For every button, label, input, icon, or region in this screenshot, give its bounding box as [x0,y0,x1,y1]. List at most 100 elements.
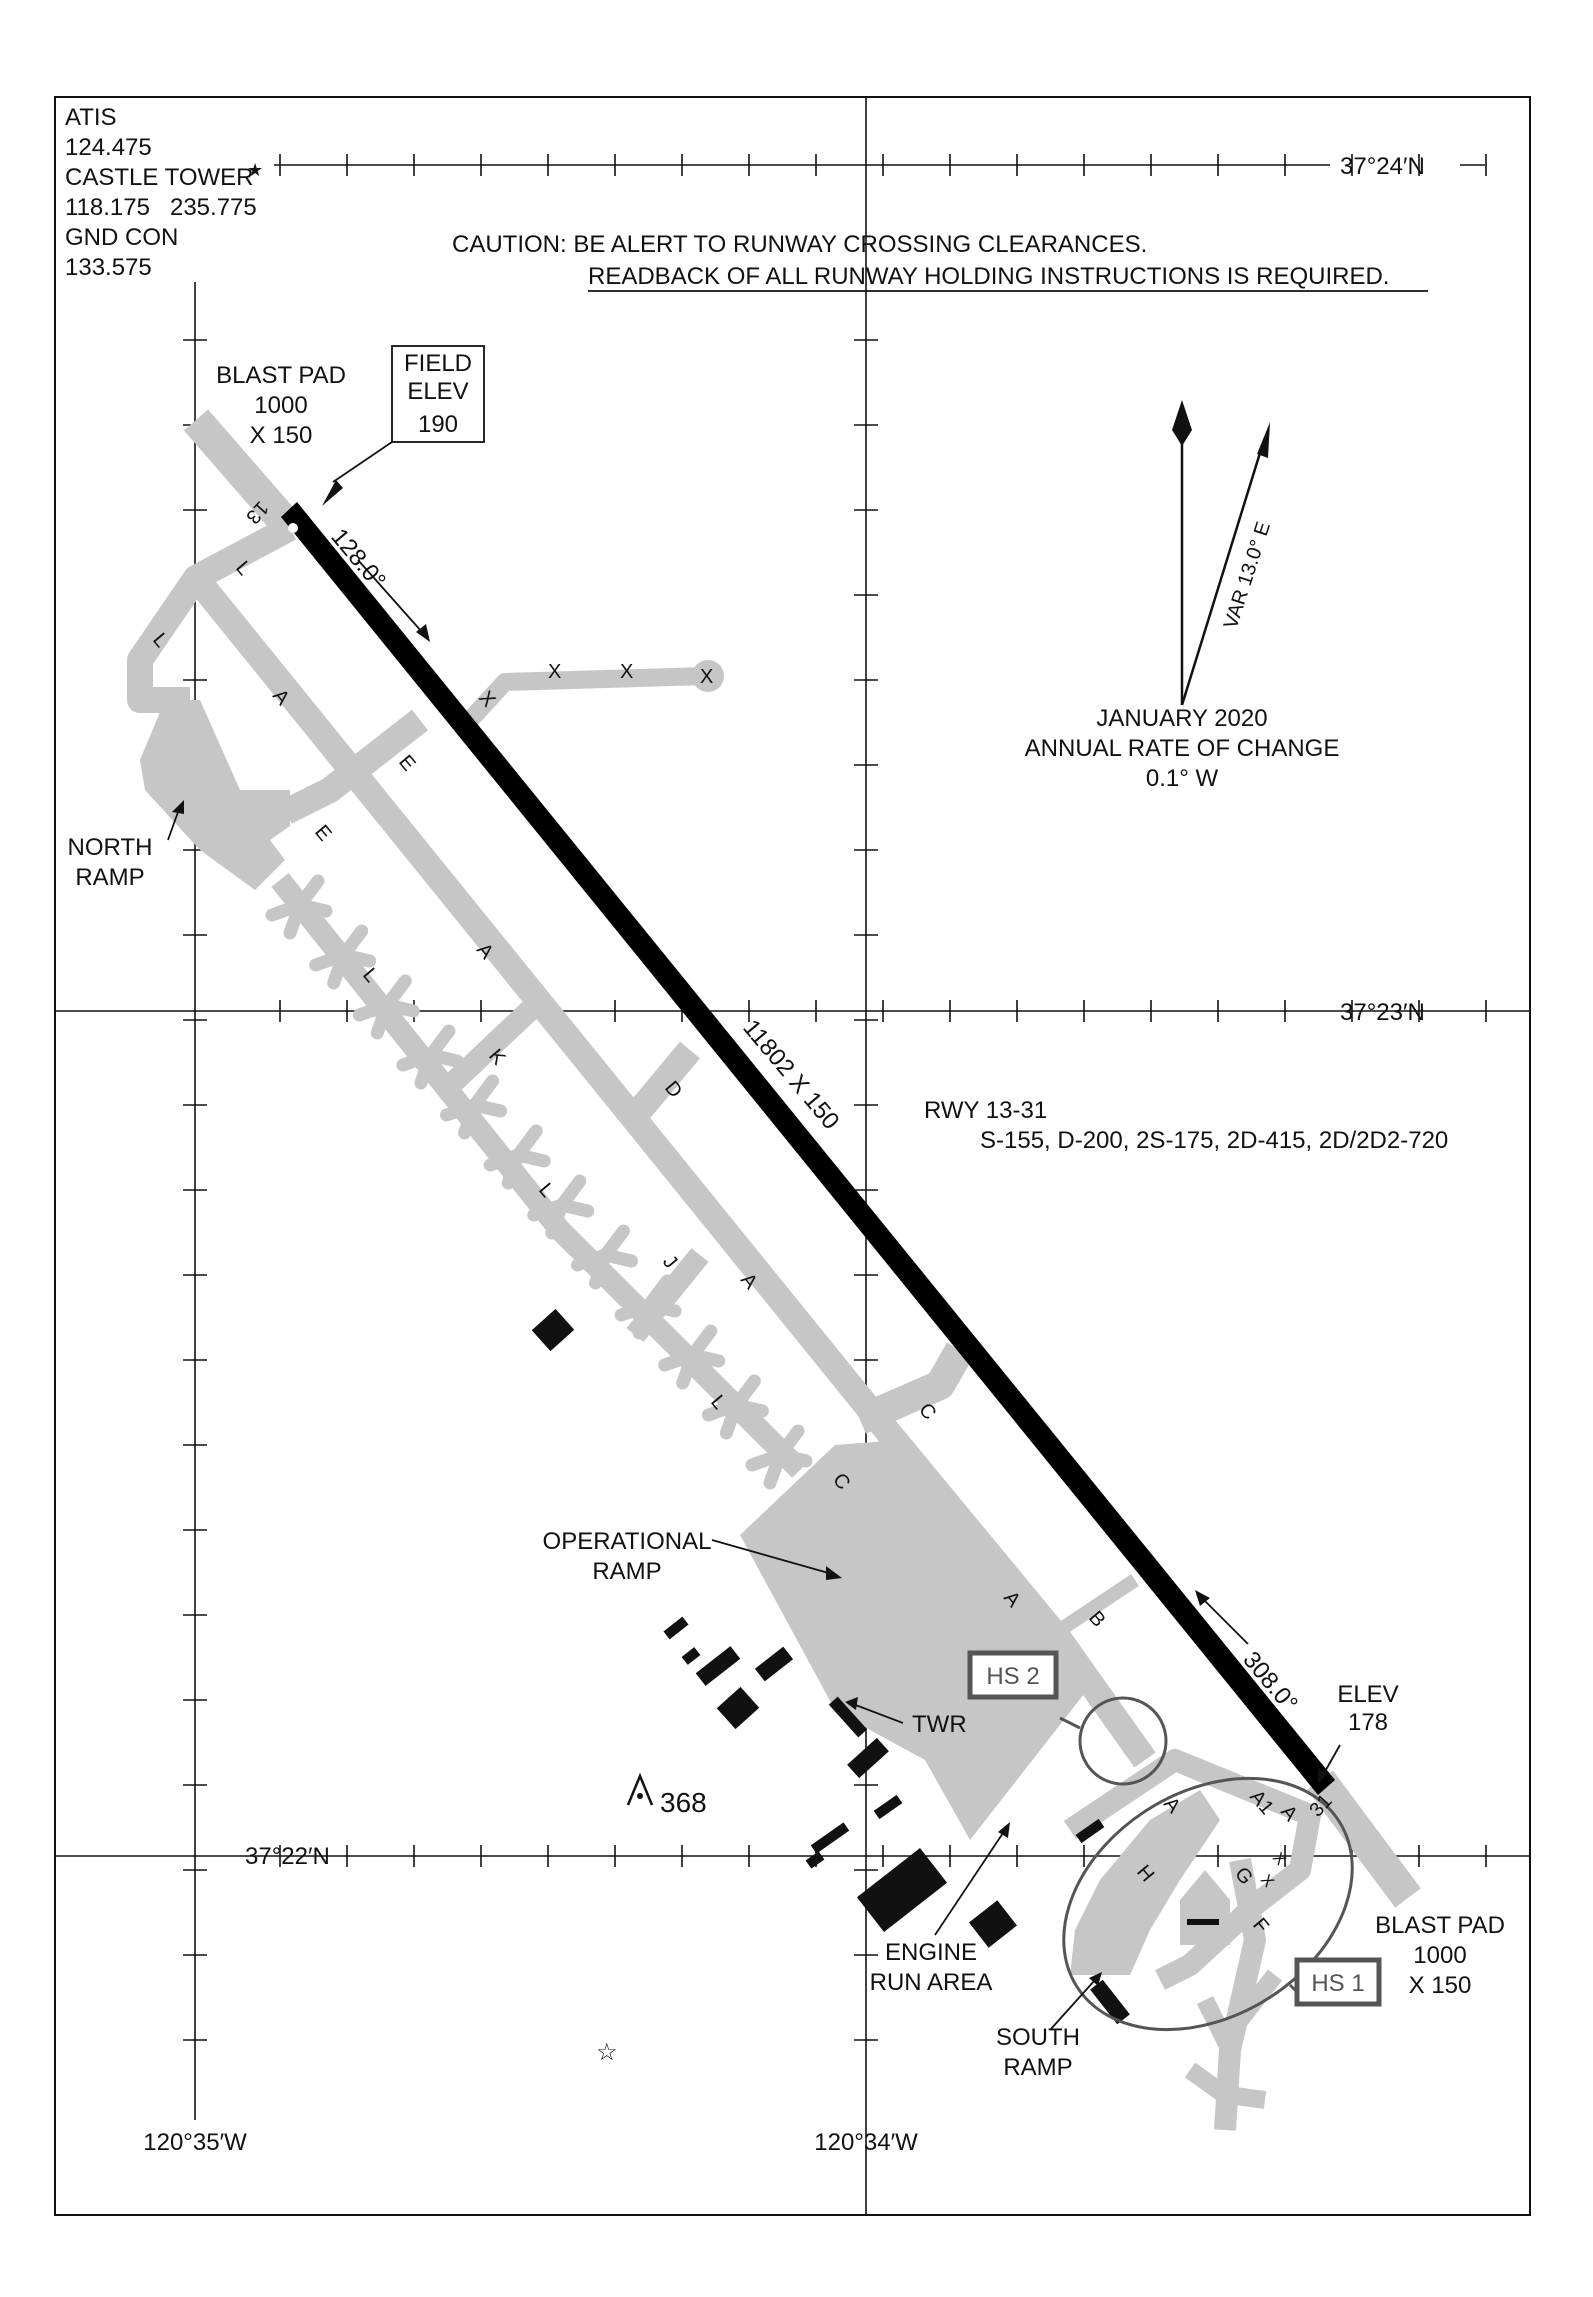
engine-run-building [856,1848,948,1932]
longitude-label-120-34: 120°34′W [814,2129,918,2156]
ground-label: GND CON [65,224,178,251]
north-ramp-leader [167,811,179,841]
engine-run-leader [934,1829,1006,1936]
obstacle-height: 368 [660,1787,707,1818]
parking-finger [511,1148,551,1168]
chart-frame [54,96,1531,2216]
parking-finger [424,1048,464,1068]
taxiway-c [853,1342,974,1434]
south-pad [1180,1870,1230,1945]
taxiway-label-x: X [1269,1850,1289,1869]
runway-13-31 [281,502,1335,1795]
north-arrow: VAR 13.0° E [1172,400,1275,706]
tower-label-twr: TWR [912,1711,967,1738]
elev-178-arrowhead [1318,1768,1328,1784]
building [873,1794,903,1820]
taxiway-label-e: E [394,751,419,775]
parking-finger [555,1198,595,1218]
south-ramp-leader [1049,1979,1096,2031]
magnetic-north-line [1180,439,1266,706]
obstacle-symbol [626,1772,654,1806]
field-elev-title-2: ELEV [407,378,468,405]
south-ramp-label-2: RAMP [1003,2054,1072,2081]
caution-notice: CAUTION: BE ALERT TO RUNWAY CROSSING CLE… [452,231,1428,292]
parking-finger [380,998,420,1018]
building [531,1308,575,1352]
parking-finger [337,948,377,968]
field-elevation-box: FIELD ELEV 190 [391,345,485,443]
taxiway-j [626,1248,709,1342]
blast-pad-north-line-1: BLAST PAD [216,362,346,389]
caution-line-1: CAUTION: BE ALERT TO RUNWAY CROSSING CLE… [452,231,1147,258]
runway-designation: RWY 13-31 [924,1097,1047,1124]
tower-label: CASTLE TOWER [65,164,253,191]
ground-frequency: 133.575 [65,254,152,281]
building [1075,1818,1105,1844]
heading-128-arrowhead [416,624,430,642]
hot-spot-2-leader [1059,1716,1081,1730]
taxiway-d [630,1041,700,1119]
north-ramp-label-2: RAMP [75,864,144,891]
taxiway-h-g [1063,1749,1321,1990]
blast-pad-north-line-2: 1000 [254,392,307,419]
parking-finger [293,898,333,918]
heading-128-arrow [357,559,423,633]
north-ramp [140,700,290,890]
elev-31-value: 178 [1348,1709,1388,1736]
building [968,1900,1018,1948]
magnetic-north-arrowhead [1257,422,1270,458]
elev-31-label: ELEV [1337,1681,1398,1708]
tower-building [828,1696,868,1738]
building [681,1647,701,1665]
field-elev-frame [391,345,485,443]
parking-finger [773,1448,813,1468]
field-elev-arrowhead [322,480,343,506]
atis-label: ATIS [65,104,117,131]
taxiway-label-e: E [310,821,335,845]
true-north-arrowhead [1172,400,1192,446]
tower-frequencies: 118.175 235.775 [65,194,257,221]
operational-ramp-arrowhead [826,1566,842,1580]
taxiway-k [432,1002,538,1103]
runway-strength: S-155, D-200, 2S-175, 2D-415, 2D/2D2-720 [980,1127,1448,1154]
taxiway-e [280,709,428,824]
latitude-label-37-24: 37°24′N [1340,153,1425,180]
blast-pad-south-line-3: X 150 [1409,1972,1472,1999]
taxiway-l [271,873,808,1478]
taxiway-label-x: X [620,661,633,683]
taxiway-f-spur-3 [1184,2062,1231,2103]
building [663,1616,689,1640]
north-ramp-arrowhead [172,800,184,814]
buildings [531,1308,1219,2025]
taxiway-f-spur-4 [1226,2086,1267,2109]
longitude-label-120-35: 120°35′W [143,2129,247,2156]
operational-ramp-label-1: OPERATIONAL [543,1528,712,1555]
parking-finger [598,1248,638,1268]
operational-ramp [740,1440,1095,1840]
obstacle: 368 [626,1772,707,1818]
building [810,1822,850,1854]
hot-spots: HS 2 HS 1 [967,1650,1382,2032]
variation-text: VAR 13.0° E [1220,519,1275,631]
taxiway-label-x: X [700,666,713,688]
atis-frequency: 124.475 [65,134,152,161]
building [695,1646,741,1686]
blast-pad-north [183,409,303,539]
operational-ramp-label-2: RAMP [592,1558,661,1585]
twr-arrowhead [845,1697,858,1710]
taxiway-f-spur-1 [1196,1995,1239,2055]
caution-line-2: READBACK OF ALL RUNWAY HOLDING INSTRUCTI… [588,263,1389,290]
south-ramp-arrowhead [1089,1972,1102,1986]
twr-leader [852,1703,904,1724]
heading-308-arrow [1201,1597,1249,1645]
building [754,1646,794,1682]
engine-run-label-1: ENGINE [885,1939,977,1966]
taxiway-x-end [692,660,724,692]
variation-rate-label: ANNUAL RATE OF CHANGE [1025,735,1340,762]
runway-13-threshold-light [288,523,298,533]
field-elev-leader [332,441,393,483]
north-ramp-label-1: NORTH [68,834,153,861]
south-ramp [1070,1790,1220,1975]
taxiway-label-x: X [548,661,561,683]
